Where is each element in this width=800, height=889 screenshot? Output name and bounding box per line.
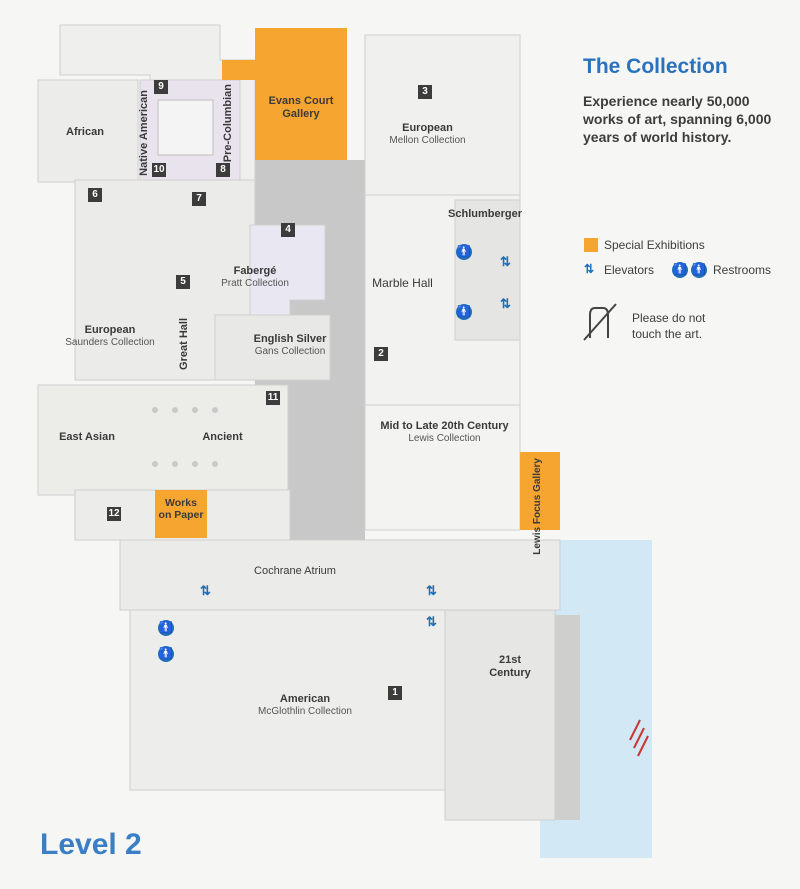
room-21st-century: 21st Century <box>489 654 531 679</box>
restroom-icon: 🚹 <box>158 646 174 662</box>
room-number-3: 3 <box>418 85 432 99</box>
floor-asian-ancient <box>37 384 289 496</box>
works-on-paper-gallery[interactable] <box>155 490 207 538</box>
room-native-american: Native American <box>138 90 150 176</box>
lewis-focus-label: Lewis Focus Gallery <box>532 458 543 555</box>
evans-court-annex <box>222 60 257 80</box>
legend-restroom-icon: 🚹 <box>672 262 688 278</box>
evans-court-gallery[interactable] <box>255 28 347 160</box>
ancient-columns <box>152 407 218 467</box>
room-african: African <box>66 126 104 138</box>
floor-mellon <box>364 34 521 196</box>
room-number-2: 2 <box>374 347 388 361</box>
floor-cochrane <box>119 539 561 611</box>
room-pre-columbian: Pre-Columbian <box>222 84 234 163</box>
elevator-icon: ⇅ <box>500 254 511 269</box>
works-on-paper-label: Works on Paper <box>158 497 204 522</box>
collection-title: The Collection <box>583 55 728 78</box>
elevator-icon: ⇅ <box>426 583 437 598</box>
legend-notouch-label: Please do not touch the art. <box>632 311 706 341</box>
evans-court-label: Evans Court Gallery <box>268 95 334 120</box>
room-cochrane-atrium: Cochrane Atrium <box>254 565 336 577</box>
room-number-8: 8 <box>216 163 230 177</box>
courtyard-inner <box>157 99 214 156</box>
lewis-focus-gallery[interactable] <box>520 452 560 530</box>
room-marble-hall: Marble Hall <box>372 276 433 290</box>
floor-east-strip <box>555 615 580 820</box>
elevator-icon: ⇅ <box>200 583 211 598</box>
elevator-icon: ⇅ <box>500 296 511 311</box>
room-great-hall: Great Hall <box>178 318 190 370</box>
floor-mid-late <box>364 404 521 531</box>
room-ancient: Ancient <box>202 431 243 443</box>
room-number-6: 6 <box>88 188 102 202</box>
legend-special-label: Special Exhibitions <box>604 238 705 252</box>
elevator-icon: ⇅ <box>426 614 437 629</box>
restroom-icon: 🚹 <box>456 244 472 260</box>
level-label: Level 2 <box>40 828 142 861</box>
restroom-icon: 🚹 <box>158 620 174 636</box>
room-number-12: 12 <box>107 507 121 521</box>
restroom-icon: 🚹 <box>456 304 472 320</box>
legend-elevators-label: Elevators <box>604 263 655 277</box>
room-schlumberger: Schlumberger <box>448 208 522 220</box>
no-touch-icon <box>583 303 617 341</box>
room-number-11: 11 <box>266 391 280 405</box>
room-number-10: 10 <box>152 163 166 177</box>
floor-english-silver <box>214 314 331 381</box>
collection-description: Experience nearly 50,000 works of art, s… <box>583 93 772 146</box>
room-number-7: 7 <box>192 192 206 206</box>
floor-21st <box>444 609 556 821</box>
room-number-4: 4 <box>281 223 295 237</box>
floor-african <box>37 79 139 183</box>
legend-restrooms-label: Restrooms <box>713 263 772 277</box>
legend-special-swatch <box>584 238 598 252</box>
room-number-1: 1 <box>388 686 402 700</box>
sculpture-marks <box>629 719 649 757</box>
room-number-9: 9 <box>154 80 168 94</box>
room-east-asian: East Asian <box>59 431 115 443</box>
legend-elevator-icon: ⇅ <box>584 262 595 276</box>
legend-restroom-icon: 🚹 <box>691 262 707 278</box>
room-number-5: 5 <box>176 275 190 289</box>
